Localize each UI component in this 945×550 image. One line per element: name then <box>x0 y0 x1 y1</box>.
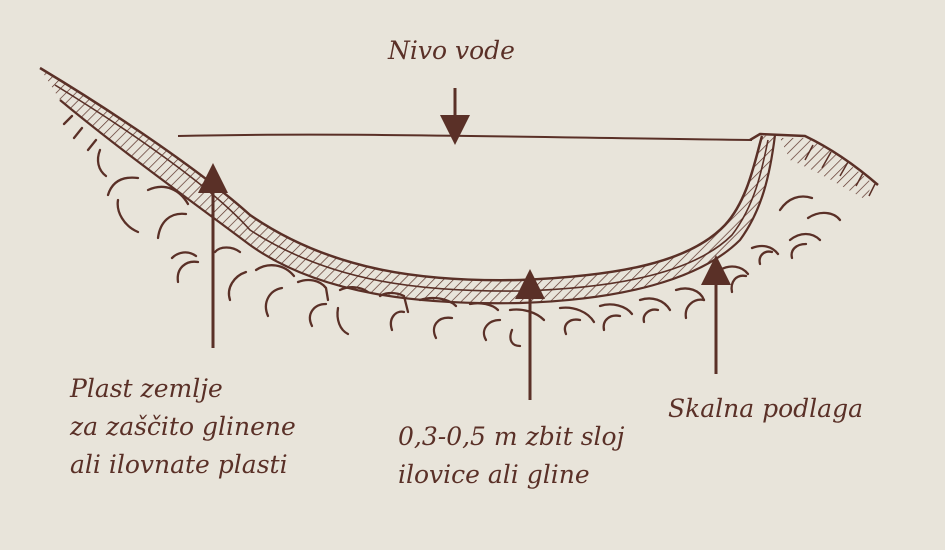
bedrock-label: Skalna podlaga <box>668 394 863 423</box>
right-bank-shading <box>804 144 876 197</box>
clay-layer-label: 0,3-0,5 m zbit sloj ilovice ali gline <box>398 418 624 494</box>
soil-clay-boundary <box>54 84 769 292</box>
clay-layer-label-line-2: ilovice ali gline <box>398 460 590 489</box>
bedrock-rocks <box>62 114 842 348</box>
soil-layer-label-line-1: Plast zemlje <box>70 374 223 403</box>
right-bank <box>749 132 879 186</box>
soil-layer-surface <box>39 66 764 282</box>
soil-and-clay-band <box>40 68 775 304</box>
water-level-label: Nivo vode <box>388 36 515 65</box>
water-level-line <box>177 133 753 141</box>
soil-layer-label-line-2: za zaščito glinene <box>70 412 296 441</box>
soil-layer-label-line-3: ali ilovnate plasti <box>70 450 288 479</box>
clay-layer-label-line-1: 0,3-0,5 m zbit sloj <box>398 422 625 451</box>
right-bank-hatch <box>780 138 872 200</box>
soil-layer-label: Plast zemlje za zaščito glinene ali ilov… <box>70 370 296 484</box>
